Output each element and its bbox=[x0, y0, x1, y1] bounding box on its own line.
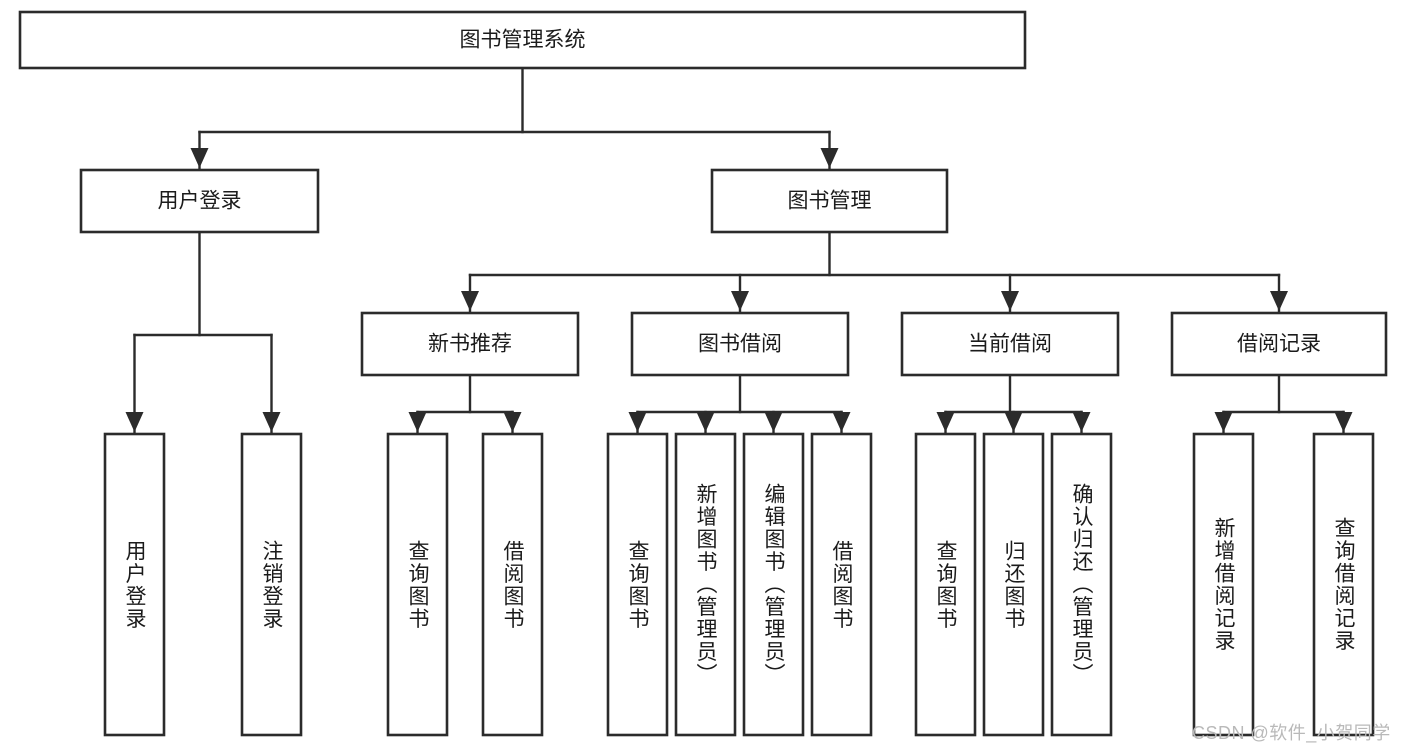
node-box-leaf-add-book[interactable] bbox=[674, 432, 737, 737]
node-box-book-borrow[interactable] bbox=[630, 311, 850, 377]
node-box-leaf-add-record[interactable] bbox=[1192, 432, 1255, 737]
arrow-head-icon-leaf-user-login bbox=[125, 412, 144, 432]
arrow-head-icon-leaf-query-book-3 bbox=[936, 412, 955, 432]
arrow-head-icon-leaf-confirm-return bbox=[1072, 412, 1091, 432]
node-boxes bbox=[18, 10, 1388, 737]
node-label-new-book-rec: 新书推荐 bbox=[428, 333, 512, 356]
node-box-leaf-query-book-1[interactable] bbox=[386, 432, 449, 737]
arrow-head-icon-leaf-borrow-book-1 bbox=[503, 412, 522, 432]
node-label-current-borrow: 当前借阅 bbox=[968, 333, 1052, 356]
connector-lines bbox=[125, 66, 1353, 434]
arrow-head-icon-leaf-logout bbox=[262, 412, 281, 432]
arrow-head-icon-leaf-borrow-book-2 bbox=[832, 412, 851, 432]
node-label-book-borrow: 图书借阅 bbox=[698, 333, 782, 356]
arrow-head-icon-leaf-query-book-2 bbox=[628, 412, 647, 432]
arrow-head-icon-leaf-add-record bbox=[1214, 412, 1233, 432]
node-label-root: 图书管理系统 bbox=[460, 29, 586, 52]
arrow-head-icon-leaf-add-book bbox=[696, 412, 715, 432]
node-box-leaf-logout[interactable] bbox=[240, 432, 303, 737]
node-box-leaf-query-book-3[interactable] bbox=[914, 432, 977, 737]
node-label-book-manage: 图书管理 bbox=[788, 190, 872, 213]
node-box-leaf-user-login[interactable] bbox=[103, 432, 166, 737]
node-box-leaf-edit-book[interactable] bbox=[742, 432, 805, 737]
node-box-book-manage[interactable] bbox=[710, 168, 949, 234]
arrow-head-icon-leaf-edit-book bbox=[764, 412, 783, 432]
arrow-head-icon-user-login bbox=[190, 148, 209, 168]
arrow-head-icon-leaf-query-book-1 bbox=[408, 412, 427, 432]
node-box-leaf-query-book-2[interactable] bbox=[606, 432, 669, 737]
arrow-head-icon-book-manage bbox=[820, 148, 839, 168]
node-box-current-borrow[interactable] bbox=[900, 311, 1120, 377]
node-box-leaf-borrow-book-2[interactable] bbox=[810, 432, 873, 737]
node-box-leaf-confirm-return[interactable] bbox=[1050, 432, 1113, 737]
node-box-user-login[interactable] bbox=[79, 168, 320, 234]
node-label-borrow-record: 借阅记录 bbox=[1237, 333, 1321, 356]
arrow-head-icon-new-book-rec bbox=[461, 291, 479, 311]
arrow-head-icon-borrow-record bbox=[1270, 291, 1288, 311]
node-box-leaf-borrow-book-1[interactable] bbox=[481, 432, 544, 737]
node-box-leaf-return-book[interactable] bbox=[982, 432, 1045, 737]
node-box-borrow-record[interactable] bbox=[1170, 311, 1388, 377]
watermark-text: CSDN @软件_小贺同学 bbox=[1192, 723, 1391, 743]
arrow-head-icon-leaf-query-record bbox=[1334, 412, 1353, 432]
node-label-user-login: 用户登录 bbox=[158, 190, 242, 213]
arrow-head-icon-book-borrow bbox=[731, 291, 749, 311]
node-box-new-book-rec[interactable] bbox=[360, 311, 580, 377]
arrow-head-icon-leaf-return-book bbox=[1004, 412, 1023, 432]
node-box-root[interactable] bbox=[18, 10, 1027, 70]
node-box-leaf-query-record[interactable] bbox=[1312, 432, 1375, 737]
arrow-head-icon-current-borrow bbox=[1001, 291, 1019, 311]
